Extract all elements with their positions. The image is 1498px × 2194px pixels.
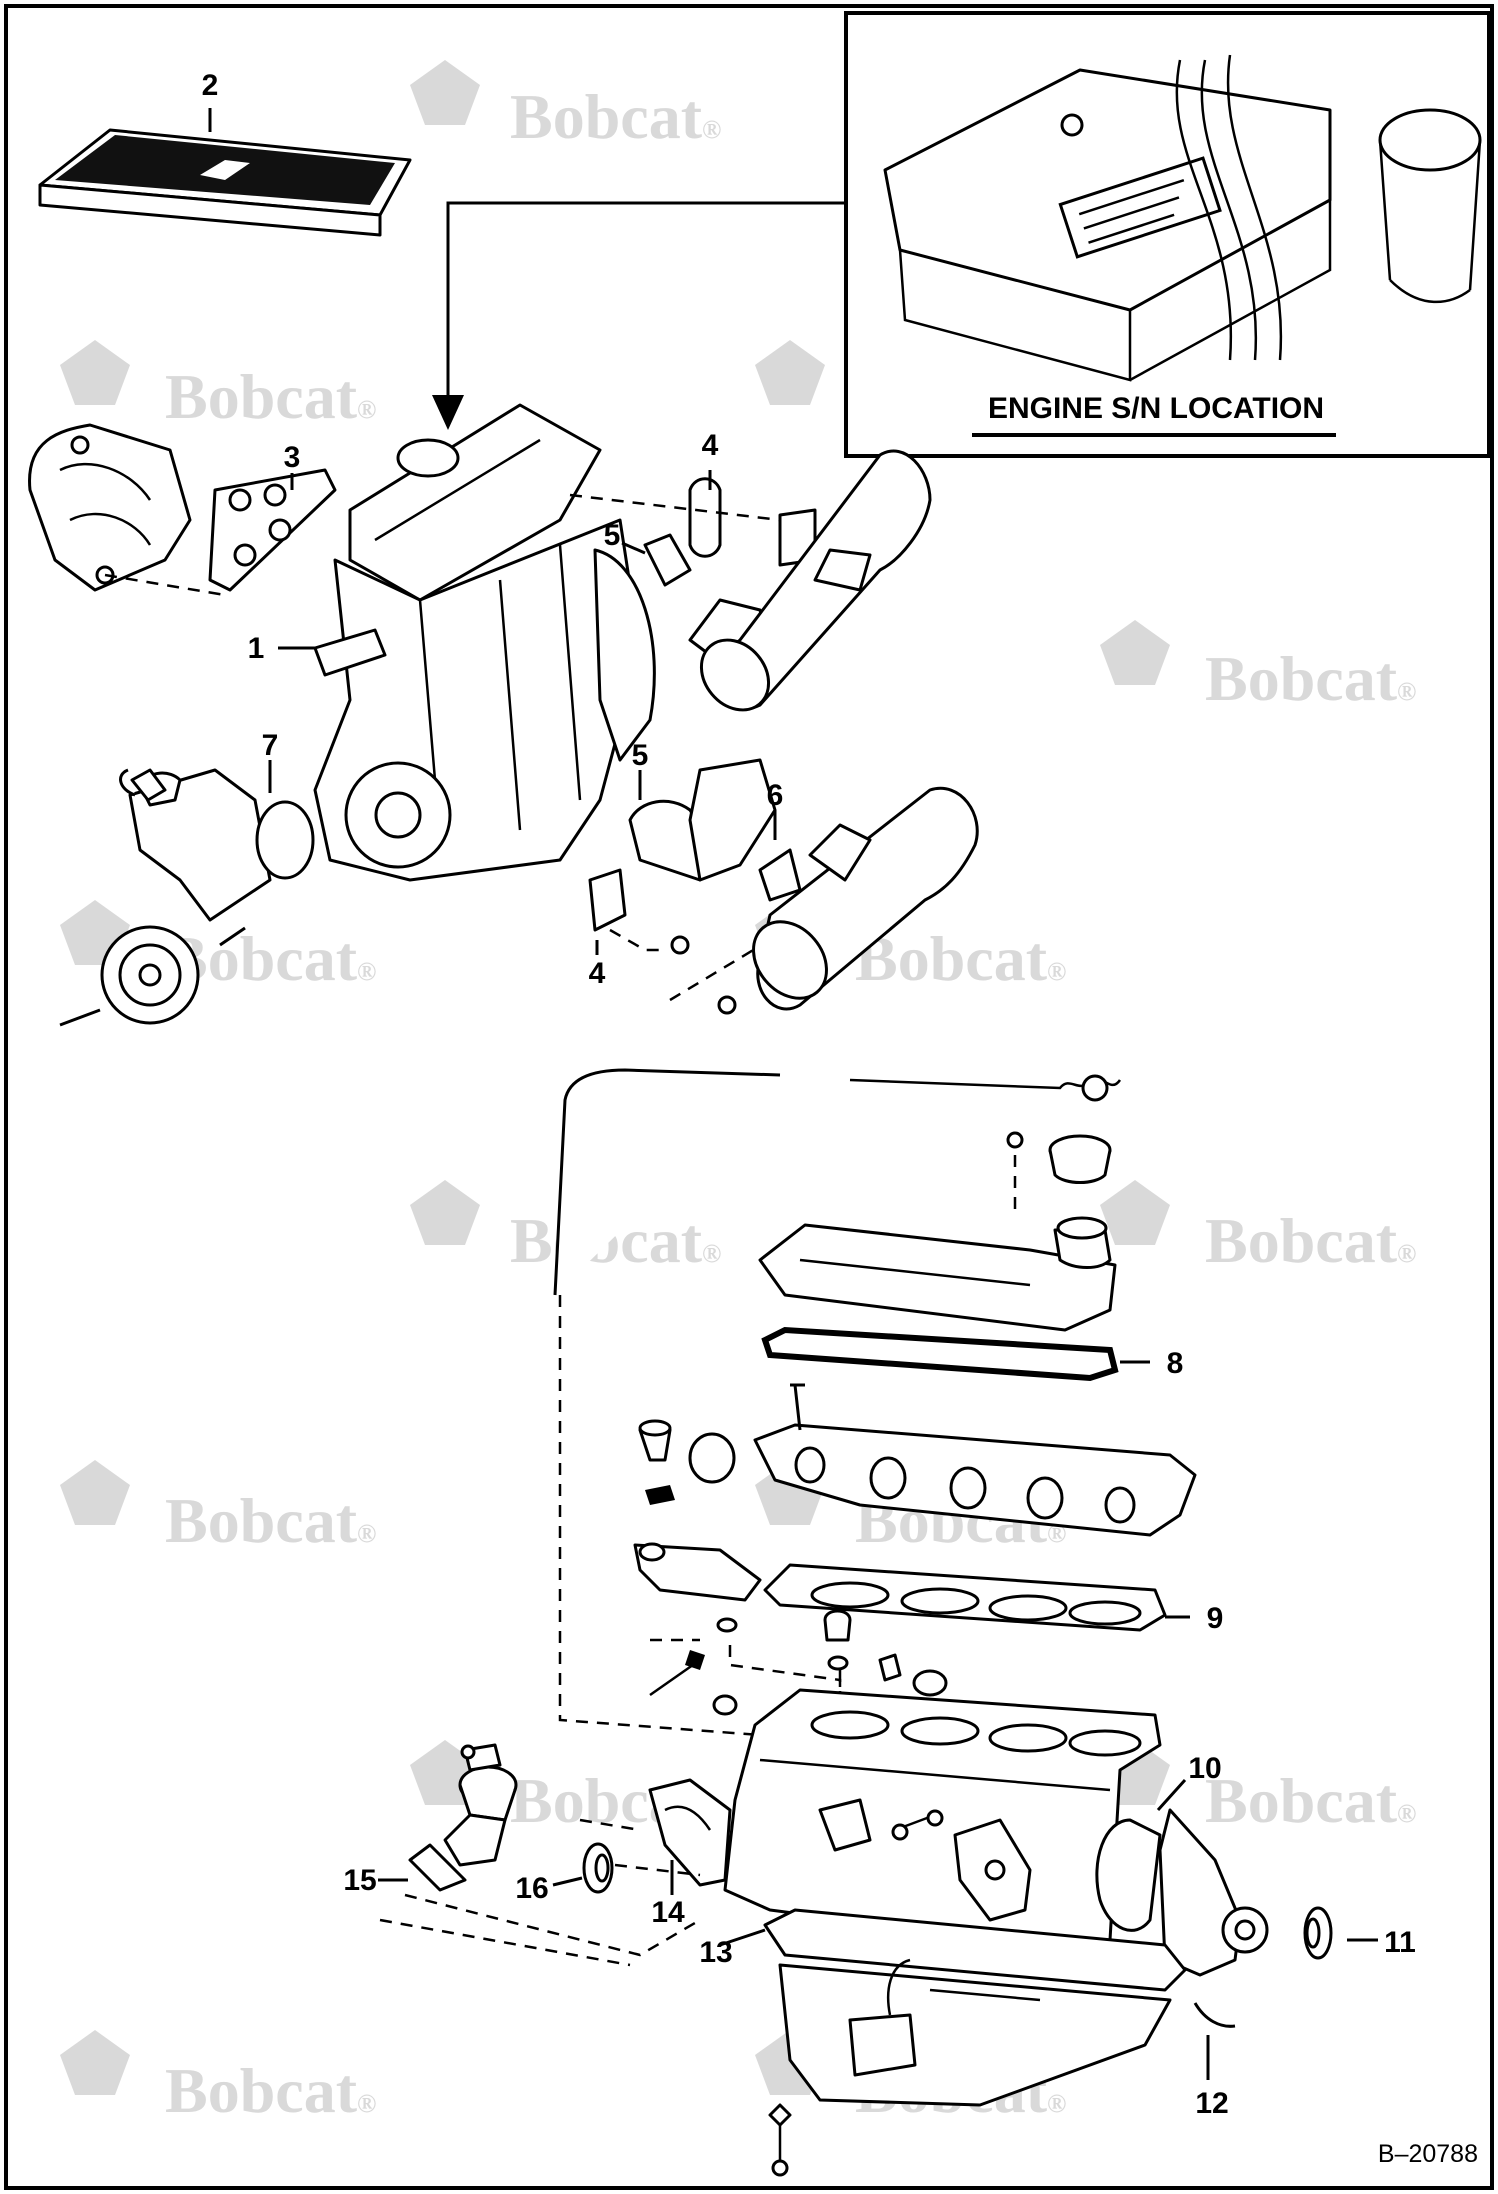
inset-pointer-line xyxy=(446,201,846,420)
svg-text:Bobcat®: Bobcat® xyxy=(1205,1205,1416,1276)
callout-3: 3 xyxy=(284,441,301,474)
part-2-pad xyxy=(38,128,412,237)
svg-text:Bobcat®: Bobcat® xyxy=(165,2055,376,2126)
watermark: Bobcat® xyxy=(1100,1180,1416,1276)
oil-filler-cap xyxy=(1048,1134,1112,1184)
callout-15: 15 xyxy=(343,1864,376,1897)
callout-4-upper: 4 xyxy=(702,429,719,462)
callout-9: 9 xyxy=(1207,1602,1224,1635)
watermark: Bobcat® xyxy=(1100,620,1416,714)
engine-sn-inset: ENGINE S/N LOCATION xyxy=(844,11,1491,458)
callout-labels: 1 2 3 4 4 5 5 6 7 8 9 10 11 12 13 14 15 … xyxy=(202,69,1416,2120)
callout-12: 12 xyxy=(1195,2087,1228,2120)
inset-pointer-arrowhead xyxy=(432,395,464,430)
lower-muffler xyxy=(752,786,979,1011)
engine-assembly xyxy=(313,403,656,882)
callout-5-upper: 5 xyxy=(604,519,621,552)
head-fittings xyxy=(633,1419,762,1602)
part-3-intake-manifold xyxy=(28,423,337,597)
callout-13: 13 xyxy=(699,1936,732,1969)
inset-title: ENGINE S/N LOCATION xyxy=(988,392,1324,425)
cylinder-block xyxy=(723,1688,1162,1952)
dipstick-tube xyxy=(553,1068,781,1296)
part-11-seal xyxy=(1303,1906,1333,1960)
part-7-water-pump xyxy=(59,768,315,1027)
dipstick xyxy=(849,1076,1122,1090)
part-16-seal xyxy=(582,1842,614,1894)
callout-7: 7 xyxy=(262,729,279,762)
watermark: Bobcat® xyxy=(60,2030,376,2126)
svg-text:Bobcat®: Bobcat® xyxy=(1205,643,1416,714)
rocker-cover xyxy=(758,1216,1117,1332)
watermark: Bobcat® xyxy=(60,340,376,432)
callout-8: 8 xyxy=(1167,1347,1184,1380)
callout-1: 1 xyxy=(248,632,265,665)
block-fittings xyxy=(649,1609,948,1740)
part-12-snap-ring xyxy=(1193,2002,1236,2028)
callout-11: 11 xyxy=(1384,1926,1416,1959)
part-10-rear-housing xyxy=(1095,1808,1269,1977)
callout-5-lower: 5 xyxy=(632,739,649,772)
serial-plate xyxy=(1058,156,1222,259)
part-13-oil-pan xyxy=(763,1908,1187,2177)
svg-text:Bobcat®: Bobcat® xyxy=(165,361,376,432)
callout-14: 14 xyxy=(651,1896,685,1929)
upper-muffler xyxy=(699,449,932,712)
diagram-frame xyxy=(4,4,1494,2190)
watermark: Bobcat® xyxy=(60,1460,376,1556)
callout-2: 2 xyxy=(202,69,219,102)
callout-4-lower: 4 xyxy=(589,957,606,990)
part-15-fuel-pump xyxy=(408,1743,518,1892)
watermark: Bobcat® xyxy=(410,60,721,152)
svg-text:Bobcat®: Bobcat® xyxy=(855,923,1066,994)
reference-number: B–20788 xyxy=(1378,2140,1478,2168)
watermark: Bobcat® xyxy=(60,900,376,994)
svg-text:Bobcat®: Bobcat® xyxy=(510,81,721,152)
part-14-cover-plate xyxy=(648,1778,732,1887)
callout-10: 10 xyxy=(1188,1752,1221,1785)
part-8-rocker-gasket xyxy=(761,1326,1119,1382)
cylinder-head xyxy=(753,1383,1197,1537)
part-4-5-6-lower-exhaust xyxy=(588,758,802,1015)
part-9-head-gasket xyxy=(763,1563,1167,1632)
callout-6: 6 xyxy=(767,779,784,812)
svg-text:Bobcat®: Bobcat® xyxy=(1205,1765,1416,1836)
svg-text:Bobcat®: Bobcat® xyxy=(165,1485,376,1556)
callout-16: 16 xyxy=(515,1872,548,1905)
